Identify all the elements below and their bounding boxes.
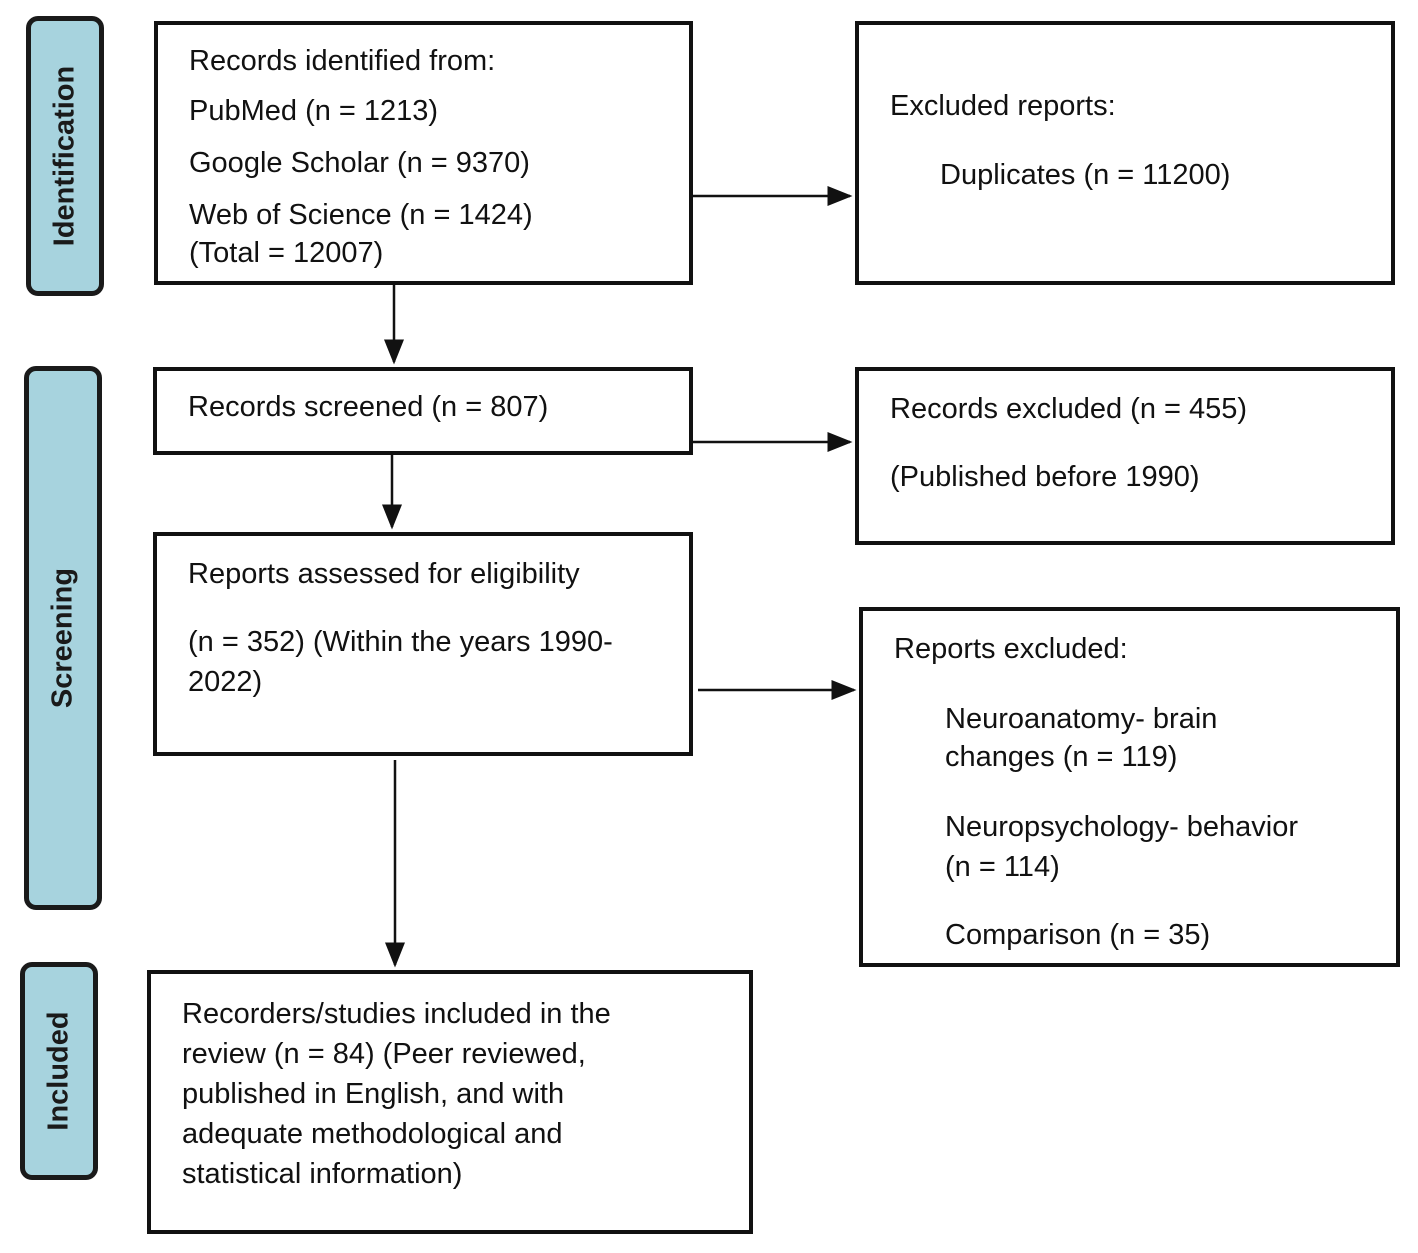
- records-excluded-box: Records excluded (n = 455) (Published be…: [855, 367, 1395, 545]
- included-line3: published in English, and with: [182, 1078, 565, 1110]
- reports-excluded-box: Reports excluded: Neuroanatomy- brain ch…: [859, 607, 1400, 967]
- included-line4: adequate methodological and: [182, 1118, 563, 1150]
- eligibility-box: Reports assessed for eligibility (n = 35…: [153, 532, 693, 756]
- eligibility-count: (n = 352) (Within the years 1990-: [188, 626, 613, 658]
- neuroanatomy-line2: changes (n = 119): [945, 741, 1178, 773]
- total-count: (Total = 12007): [189, 237, 384, 269]
- included-box: Recorders/studies included in the review…: [147, 970, 753, 1234]
- phase-screening: Screening: [24, 366, 102, 910]
- reports-excluded-heading: Reports excluded:: [894, 633, 1128, 665]
- eligibility-years: 2022): [188, 666, 263, 698]
- records-excluded-count: Records excluded (n = 455): [890, 393, 1248, 425]
- included-line1: Recorders/studies included in the: [182, 998, 611, 1030]
- eligibility-heading: Reports assessed for eligibility: [188, 558, 580, 590]
- duplicates-count: Duplicates (n = 11200): [940, 159, 1231, 191]
- pubmed-count: PubMed (n = 1213): [189, 95, 439, 127]
- included-line5: statistical information): [182, 1158, 463, 1190]
- records-screened-box: Records screened (n = 807): [153, 367, 693, 455]
- records-identified-heading: Records identified from:: [189, 45, 496, 77]
- web-of-science-count: Web of Science (n = 1424): [189, 199, 533, 231]
- excluded-reports-heading: Excluded reports:: [890, 90, 1116, 122]
- records-screened-text: Records screened (n = 807): [188, 391, 549, 423]
- included-line2: review (n = 84) (Peer reviewed,: [182, 1038, 586, 1070]
- records-excluded-reason: (Published before 1990): [890, 461, 1200, 493]
- records-identified-box: Records identified from: PubMed (n = 121…: [154, 21, 693, 285]
- phase-included: Included: [20, 962, 98, 1180]
- neuroanatomy-line1: Neuroanatomy- brain: [945, 703, 1218, 735]
- phase-identification: Identification: [26, 16, 104, 296]
- google-scholar-count: Google Scholar (n = 9370): [189, 147, 530, 179]
- neuropsychology-line2: (n = 114): [945, 851, 1060, 883]
- neuropsychology-line1: Neuropsychology- behavior: [945, 811, 1299, 843]
- comparison-count: Comparison (n = 35): [945, 919, 1211, 951]
- excluded-reports-box: Excluded reports: Duplicates (n = 11200): [855, 21, 1395, 285]
